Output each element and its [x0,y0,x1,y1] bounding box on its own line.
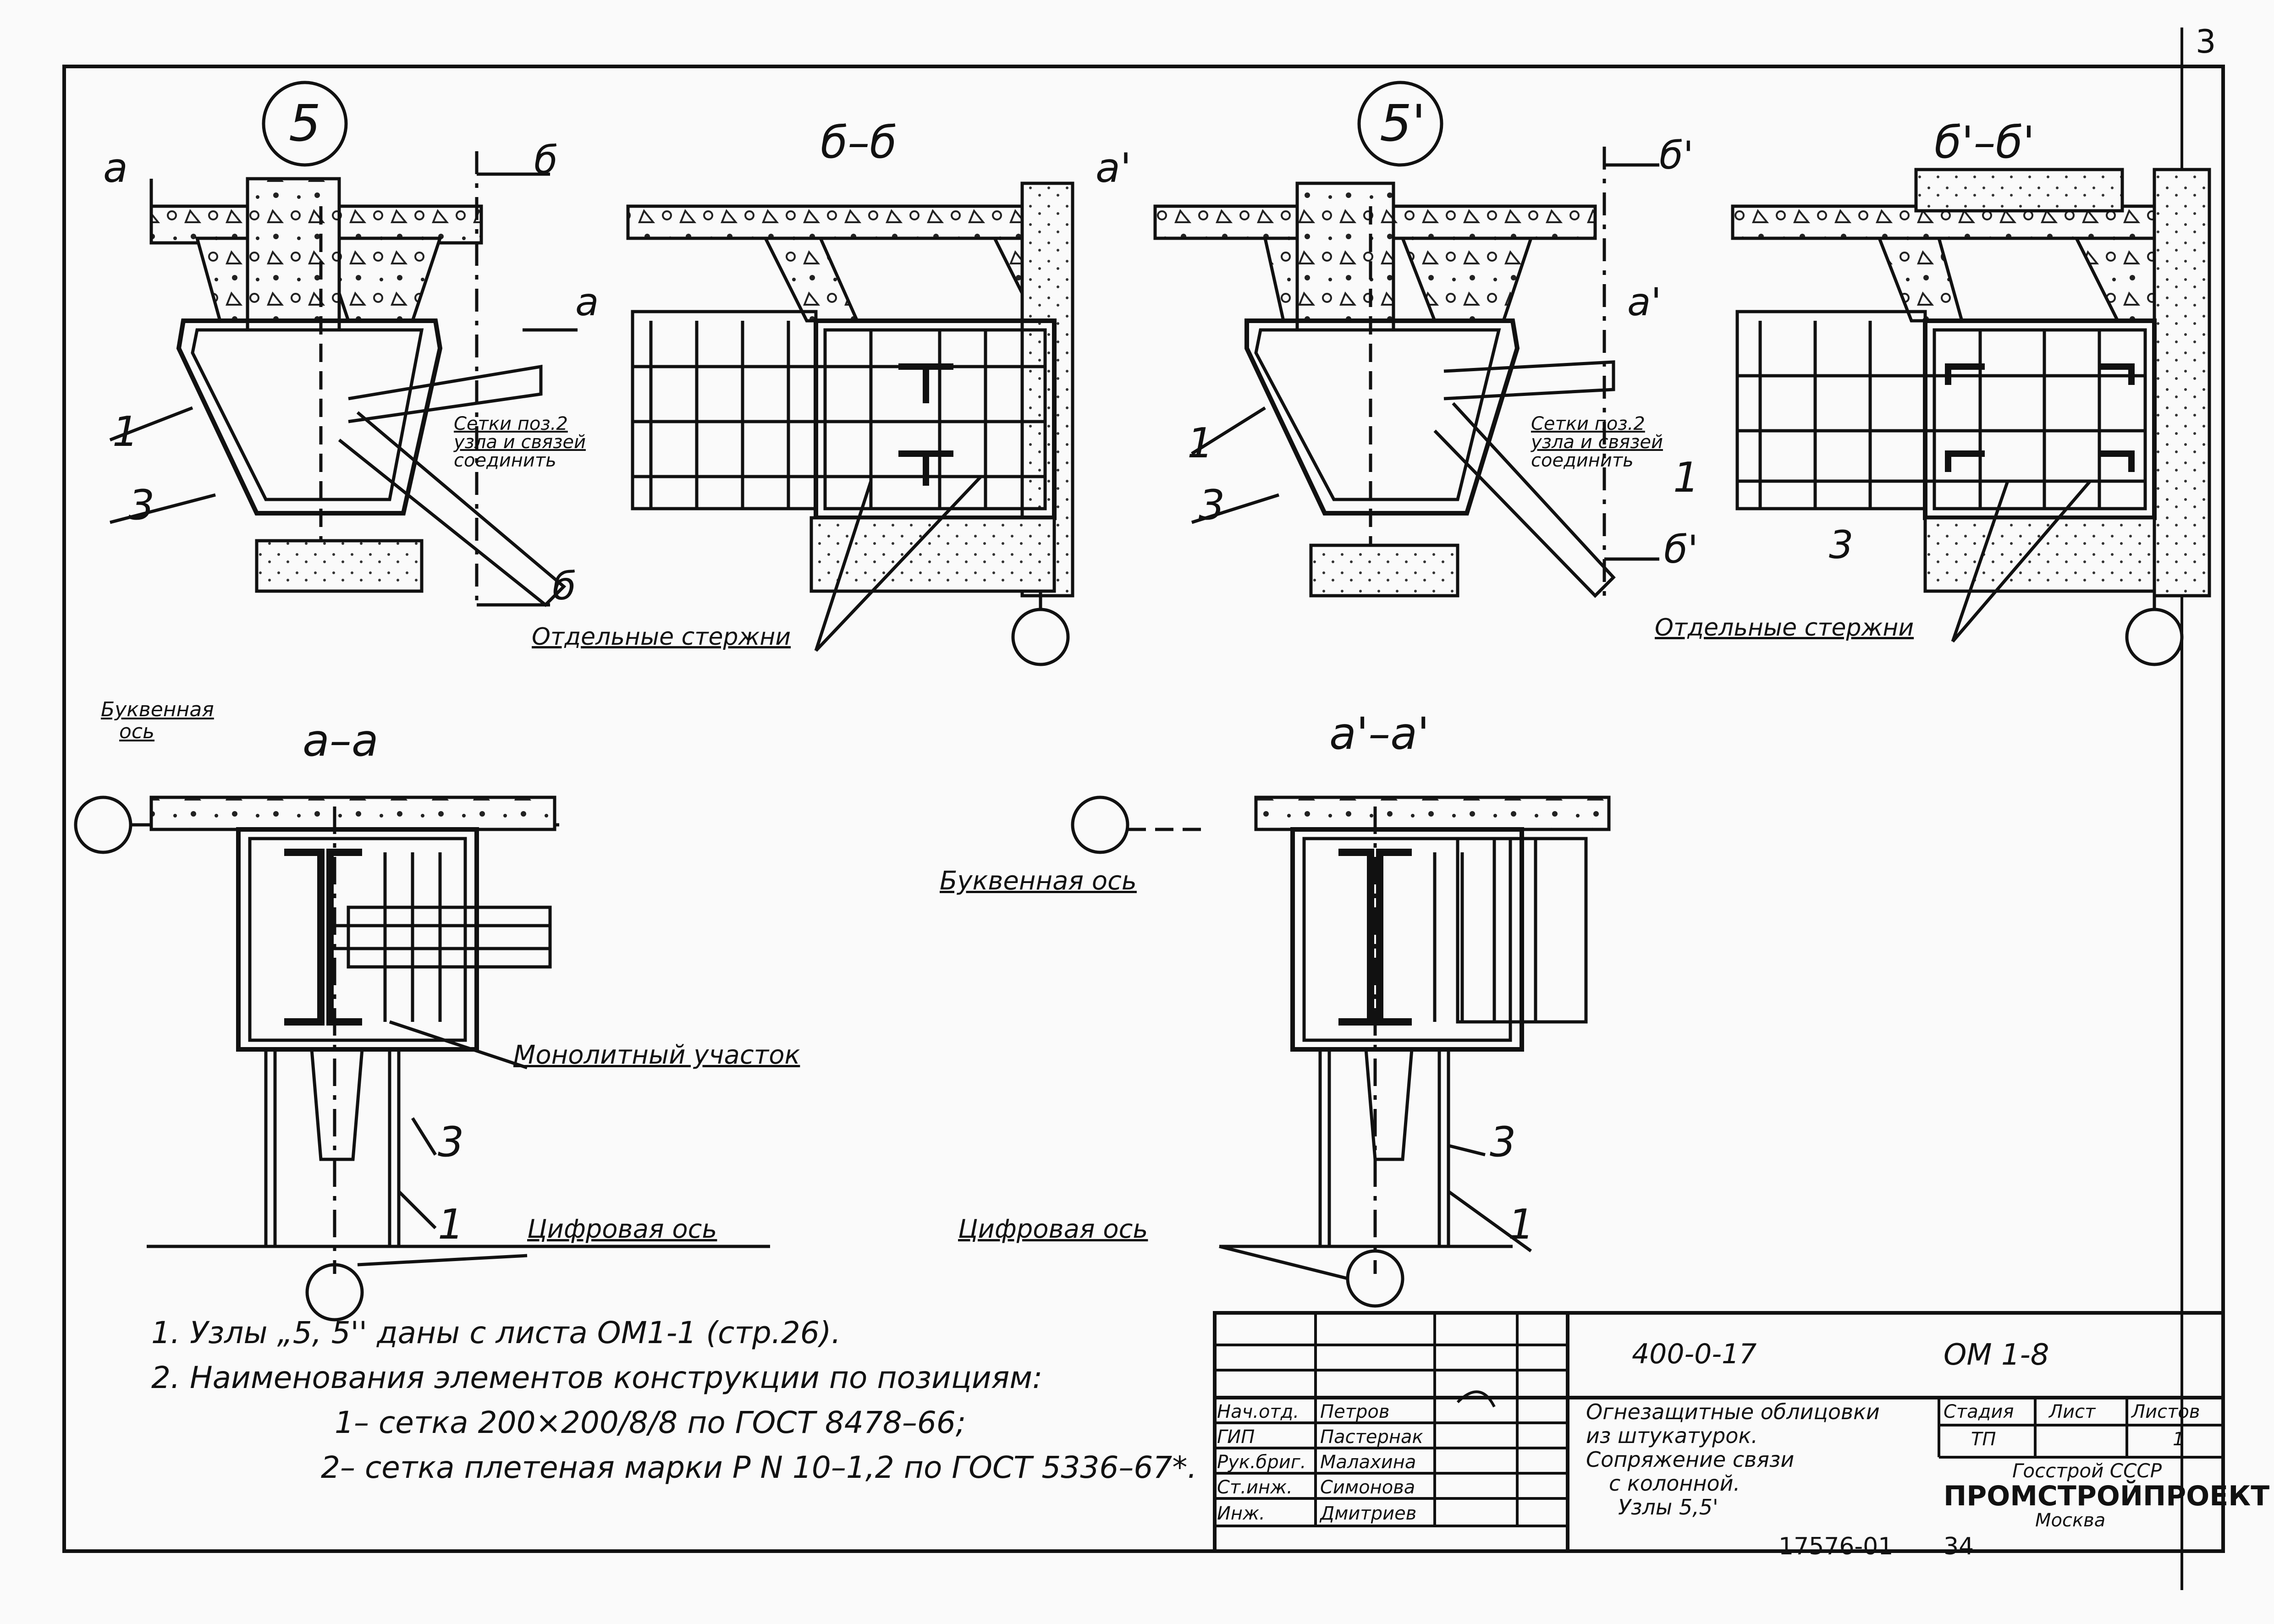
stage-value: ТП [1971,1429,1996,1450]
sheet-code: ОМ 1-8 [1944,1338,2049,1372]
org-line-3: Москва [2035,1510,2106,1531]
sectionbpbp-pos1-callout: 1 [1673,454,1700,502]
drawing-frame [62,65,2225,1553]
sectionapap-pos3-callout: 3 [1490,1118,1516,1166]
note-2: 2. Наименования элементов конструкции по… [151,1360,1043,1395]
sectionapap-pos1-callout: 1 [1508,1201,1535,1249]
node5p-detail [1153,81,1659,605]
cut-a-label-right: а [575,280,599,324]
node5-mesh-note-line1: Сетки поз.2 [454,413,568,434]
sectionbpbp-pos3-callout: 3 [1829,522,1854,567]
node5-pos1-callout: 1 [112,408,139,456]
role-gip: ГИП [1217,1426,1255,1448]
cut-a-label-left: а [103,144,128,192]
stage-header: Стадия [1944,1401,2014,1422]
role-eng: Инж. [1217,1503,1265,1524]
digit-axis-label-aa: Цифровая ось [527,1214,717,1244]
name-eng: Дмитриев [1320,1503,1417,1524]
section-bpbp [1731,168,2211,666]
sheets-value: 1 [2173,1429,2185,1450]
sheet-description: Огнезащитные облицовки из штукатурок. Со… [1586,1400,1880,1519]
section-aa [74,796,770,1322]
cut-bp-label-top: б' [1659,133,1694,178]
letter-axis-label-apap: Буквенная ось [940,866,1137,896]
section-bb [626,181,1074,666]
node5p-pos3-callout: 3 [1199,481,1225,529]
role-team-lead: Рук.бриг. [1217,1452,1306,1473]
cut-ap-label-top: а' [1096,144,1132,192]
note-1: 1. Узлы „5, 5'' даны с листа ОМ1-1 (стр.… [151,1315,841,1350]
name-head: Петров [1320,1401,1390,1422]
note-2-item-1: 1– сетка 200×200/8/8 по ГОСТ 8478–66; [335,1405,966,1440]
org-line-1: Госстрой СССР [2012,1459,2162,1482]
node5-mesh-note: Сетки поз.2 узла и связей соединить [454,415,586,470]
page-number: 34 [1944,1533,1974,1560]
sectionaa-pos3-callout: 3 [438,1118,464,1166]
cut-ap-label-right: а' [1627,280,1662,324]
role-senior-eng: Ст.инж. [1217,1477,1293,1498]
title-block [1213,1311,2225,1553]
name-gip: Пастернак [1320,1426,1423,1448]
letter-axis-line1: Буквенная [101,698,214,721]
sectionaa-pos1-callout: 1 [438,1201,464,1249]
node5p-mesh-note: Сетки поз.2 узла и связей соединить [1531,415,1663,470]
separate-bars-label-left: Отдельные стержни [532,623,791,651]
digit-axis-label-apap: Цифровая ось [958,1214,1148,1244]
cut-b-label-top: б [534,137,558,182]
node5-marker-circle [262,81,348,167]
node5p-mesh-note-line2: узла и связей [1531,432,1663,453]
sheets-header: Листов [2131,1401,2200,1422]
description-line-1: Огнезащитные облицовки [1586,1399,1880,1424]
cut-bp-label-bottom: б' [1664,527,1698,572]
node5p-mesh-note-line1: Сетки поз.2 [1531,413,1645,434]
monolithic-section-label: Монолитный участок [513,1040,800,1070]
name-senior-eng: Симонова [1320,1477,1415,1498]
org-line-2: ПРОМСТРОЙПРОЕКТ [1944,1480,2270,1512]
note-2-item-2: 2– сетка плетеная марки Р N 10–1,2 по ГО… [321,1450,1197,1485]
node5-pos3-callout: 3 [128,481,155,529]
description-line-4: с колонной. [1609,1471,1740,1496]
node5p-pos1-callout: 1 [1187,419,1214,467]
letter-axis-label-aa: Буквенная ось [101,699,214,743]
section-bb-title: б–б [820,117,897,168]
corner-number: 3 [2196,23,2216,60]
description-line-3: Сопряжение связи [1586,1447,1795,1472]
general-notes: 1. Узлы „5, 5'' даны с листа ОМ1-1 (стр.… [151,1311,1197,1490]
name-team-lead: Малахина [1320,1452,1416,1473]
node5p-mesh-note-line3: соединить [1531,450,1634,471]
cut-b-label-bottom: б [552,564,576,609]
section-apap-title: а'–а' [1329,708,1430,759]
role-head: Нач.отд. [1217,1401,1299,1422]
node5p-marker-circle [1357,81,1443,167]
doc-code: 400-0-17 [1632,1338,1757,1370]
sheet-header: Лист [2049,1401,2096,1422]
separate-bars-label-right: Отдельные стержни [1655,614,1914,642]
node5-detail [109,81,578,607]
node5-marker-label: 5 [289,94,321,153]
section-aa-title: а–а [303,715,379,766]
description-line-2: из штукатурок. [1586,1423,1758,1448]
node5-mesh-note-line3: соединить [454,450,556,471]
letter-axis-line2: ось [119,720,155,743]
section-bpbp-title: б'–б' [1934,117,2035,168]
description-line-5: Узлы 5,5' [1618,1495,1718,1520]
node5-mesh-note-line2: узла и связей [454,432,586,453]
archive-number: 17576-01 [1778,1533,1894,1560]
node5p-marker-label: 5' [1380,94,1426,153]
section-apap [1071,796,1611,1308]
